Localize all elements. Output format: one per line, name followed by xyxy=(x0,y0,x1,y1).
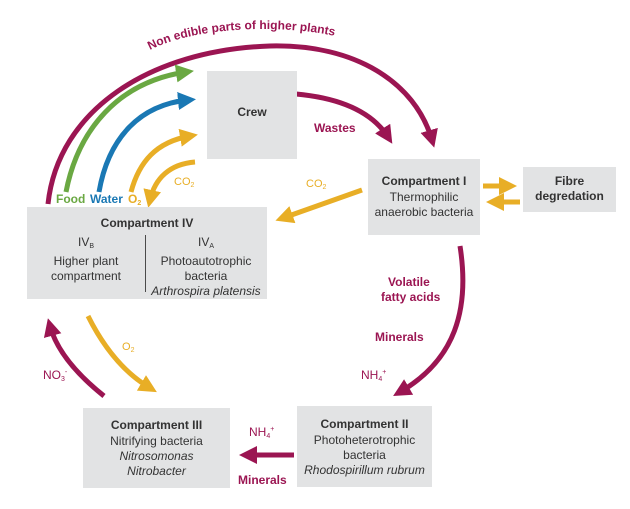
label-nh4-bottom: NH4+ xyxy=(249,425,275,440)
compartment-4b-column: IVB Higher plant compartment xyxy=(27,235,145,284)
compartment-4b-line-1: Higher plant xyxy=(53,254,119,268)
compartment-2-box: Compartment II Photoheterotrophic bacter… xyxy=(297,406,432,487)
arrow-o2-to-crew xyxy=(128,128,198,193)
arrow-o2-to-compartment-3 xyxy=(85,314,157,393)
arrow-non-edible-to-compartment-1 xyxy=(45,43,438,205)
arrow-water xyxy=(96,92,196,193)
fibre-title-line-1: Fibre xyxy=(554,174,585,188)
label-minerals-right: Minerals xyxy=(375,330,424,344)
compartment-4a-species: Arthrospira platensis xyxy=(151,284,261,298)
arrow-wastes xyxy=(295,91,393,144)
label-o2-left: O2 xyxy=(122,341,135,354)
compartment-3-species-1: Nitrosomonas xyxy=(119,449,194,463)
compartment-4-title: Compartment IV xyxy=(100,216,194,230)
arrow-compartment-1-to-2 xyxy=(393,245,466,397)
compartment-1-box: Compartment I Thermophilic anaerobic bac… xyxy=(368,159,480,235)
label-o2-top: O2 xyxy=(128,192,142,207)
compartment-4a-column: IVA Photoautotrophic bacteria Arthrospir… xyxy=(147,235,265,299)
compartment-4a-line-1: Photoautotrophic xyxy=(160,254,252,268)
compartment-2-line-2: bacteria xyxy=(343,448,386,462)
label-co2-crew: CO2 xyxy=(174,176,195,189)
label-food: Food xyxy=(56,192,86,206)
fibre-title-line-2: degredation xyxy=(535,189,604,203)
compartment-3-line: Nitrifying bacteria xyxy=(110,434,203,448)
arrow-food xyxy=(63,64,194,193)
label-nh4-right: NH4+ xyxy=(361,368,387,383)
compartment-4-box: Compartment IV IVB Higher plant compartm… xyxy=(27,207,267,299)
compartment-4a-code: IVA xyxy=(197,235,214,250)
compartment-1-line-2: anaerobic bacteria xyxy=(374,205,474,219)
compartment-4a-line-2: bacteria xyxy=(184,269,228,283)
label-water: Water xyxy=(90,192,123,206)
crew-title: Crew xyxy=(237,105,267,119)
compartment-4b-code: IVB xyxy=(77,235,94,250)
compartment-2-species: Rhodospirillum rubrum xyxy=(304,463,425,477)
label-minerals-bottom: Minerals xyxy=(238,473,287,487)
compartment-3-species-2: Nitrobacter xyxy=(127,464,186,478)
arrow-co2-to-compartment-4 xyxy=(275,187,363,224)
arrow-no3-to-compartment-4 xyxy=(43,318,106,398)
label-wastes: Wastes xyxy=(314,121,356,135)
compartment-4b-line-2: compartment xyxy=(50,269,122,283)
compartment-1-title: Compartment I xyxy=(381,174,467,188)
compartment-2-line-1: Photoheterotrophic xyxy=(313,433,416,447)
label-co2-mid: CO2 xyxy=(306,178,327,191)
compartment-1-line-1: Thermophilic xyxy=(389,190,459,204)
crew-box: Crew xyxy=(207,71,297,159)
compartment-4-divider xyxy=(145,235,146,292)
compartment-2-title: Compartment II xyxy=(320,417,409,431)
compartment-3-box: Compartment III Nitrifying bacteria Nitr… xyxy=(83,408,230,488)
compartment-3-title: Compartment III xyxy=(110,418,203,432)
label-no3: NO3- xyxy=(43,368,68,383)
label-fatty-acids: fatty acids xyxy=(381,290,441,304)
fibre-box: Fibre degredation xyxy=(523,167,616,212)
label-volatile: Volatile xyxy=(388,275,430,289)
arrow-co2-from-crew xyxy=(143,159,196,208)
